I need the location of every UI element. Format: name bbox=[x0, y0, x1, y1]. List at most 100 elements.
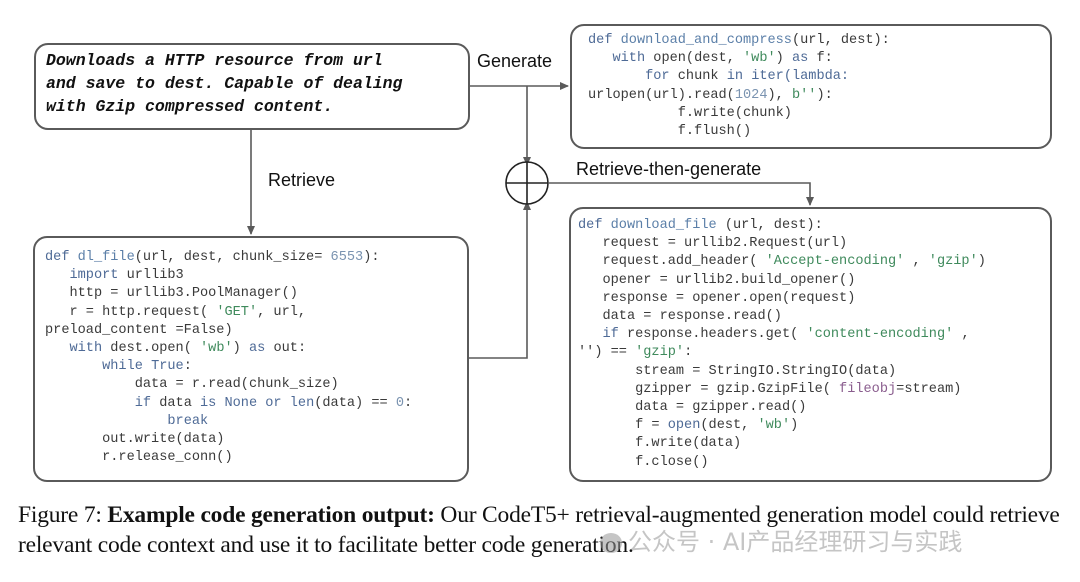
code-token: out.write(data) bbox=[45, 432, 225, 448]
code-token bbox=[45, 396, 135, 411]
code-token: f.write(chunk) bbox=[588, 105, 792, 121]
prompt-line: and save to dest. Capable of dealing bbox=[46, 74, 403, 93]
code-token: ) bbox=[232, 341, 249, 357]
code-line: f.write(chunk) bbox=[588, 105, 1050, 123]
code-token: iter( bbox=[751, 69, 792, 85]
code-token: gzipper = gzip.GzipFile( bbox=[578, 381, 840, 397]
code-token: 0 bbox=[395, 395, 404, 411]
code-token: b'' bbox=[791, 87, 817, 103]
code-line: data = gzipper.read() bbox=[578, 399, 1050, 417]
code-line: preload_content =False) bbox=[45, 322, 467, 340]
retrieved-code: def dl_file(url, dest, chunk_size= 6553)… bbox=[45, 249, 467, 467]
code-line: f.close() bbox=[578, 454, 1050, 472]
code-line: with open(dest, 'wb') as f: bbox=[588, 50, 1050, 68]
code-token: data = response.read() bbox=[578, 309, 782, 325]
code-line: out.write(data) bbox=[45, 431, 467, 449]
code-line: if response.headers.get( 'content-encodi… bbox=[578, 326, 1050, 344]
code-token: , url, bbox=[257, 304, 307, 320]
code-token: for bbox=[645, 69, 678, 85]
code-token: 1024 bbox=[734, 87, 768, 103]
caption-prefix: Figure 7: bbox=[18, 502, 108, 528]
retrieve-then-generate-code-box: def download_file (url, dest): request =… bbox=[569, 207, 1052, 482]
code-token: True bbox=[151, 359, 184, 375]
code-line: def dl_file(url, dest, chunk_size= 6553)… bbox=[45, 249, 467, 267]
code-token: urllib3 bbox=[126, 268, 184, 284]
code-token: chunk bbox=[677, 69, 727, 85]
code-token: opener = urllib2.build_opener() bbox=[578, 272, 856, 288]
prompt-line: Downloads a HTTP resource from url bbox=[46, 51, 383, 70]
code-token: 'gzip' bbox=[928, 254, 978, 270]
code-line: '') == 'gzip': bbox=[578, 344, 1050, 362]
code-line: f.write(data) bbox=[578, 435, 1050, 453]
code-token: response.headers.get( bbox=[626, 327, 807, 343]
code-token: data = gzipper.read() bbox=[578, 400, 807, 416]
code-line: request = urllib2.Request(url) bbox=[578, 235, 1050, 253]
prompt-box: Downloads a HTTP resource from url and s… bbox=[34, 43, 470, 130]
code-token: download_and_compress bbox=[620, 33, 792, 48]
code-token: dest.open( bbox=[110, 341, 201, 357]
code-token: dl_file bbox=[77, 250, 135, 265]
code-token: 6553 bbox=[330, 250, 364, 265]
figure-caption: Figure 7: Example code generation output… bbox=[18, 500, 1068, 560]
code-token: 'wb' bbox=[757, 418, 791, 434]
code-token bbox=[578, 327, 602, 342]
retrieved-code-box: def dl_file(url, dest, chunk_size= 6553)… bbox=[33, 236, 469, 482]
code-line: break bbox=[45, 413, 467, 431]
code-line: r.release_conn() bbox=[45, 449, 467, 467]
retrieved-to-combine-arrow bbox=[469, 201, 531, 359]
code-line: data = response.read() bbox=[578, 308, 1050, 326]
code-token: f.flush() bbox=[588, 124, 752, 140]
code-token: =stream) bbox=[896, 381, 962, 397]
code-token: request.add_header( bbox=[578, 254, 766, 270]
code-token: , bbox=[904, 254, 929, 270]
code-line: while True: bbox=[45, 358, 467, 376]
code-line: urlopen(url).read(1024), b''): bbox=[588, 87, 1050, 105]
retrieve-then-generate-label: Retrieve-then-generate bbox=[576, 159, 762, 179]
code-token: open bbox=[667, 418, 701, 434]
retrieve-then-generate-arrow bbox=[548, 182, 814, 206]
code-token: in bbox=[726, 69, 752, 85]
watermark: 公众号 · AI产品经理研习与实践 bbox=[600, 522, 962, 557]
code-line: import urllib3 bbox=[45, 267, 467, 285]
code-token: : bbox=[403, 395, 413, 411]
code-token bbox=[588, 51, 612, 66]
wechat-icon bbox=[600, 533, 622, 553]
code-token: if bbox=[602, 327, 627, 343]
code-line: f = open(dest, 'wb') bbox=[578, 417, 1050, 435]
caption-rest: Our CodeT5+ retrieval-augmented generati… bbox=[18, 502, 1060, 558]
prompt-line: with Gzip compressed content. bbox=[46, 97, 334, 116]
code-token bbox=[45, 414, 167, 429]
code-token: as bbox=[248, 341, 274, 357]
code-line: def download_and_compress(url, dest): bbox=[588, 32, 1050, 50]
watermark-text: 公众号 · AI产品经理研习与实践 bbox=[628, 528, 963, 556]
code-token: if bbox=[134, 395, 160, 411]
code-token bbox=[45, 268, 69, 283]
code-token bbox=[45, 359, 102, 374]
code-token: ) bbox=[977, 254, 986, 270]
code-token: (url, dest, chunk_size= bbox=[134, 250, 331, 265]
code-token: import bbox=[69, 268, 127, 284]
code-token: ), bbox=[767, 87, 792, 103]
code-token: 'wb' bbox=[743, 51, 776, 67]
code-token: f.write(data) bbox=[578, 436, 742, 452]
code-line: opener = urllib2.build_opener() bbox=[578, 272, 1050, 290]
code-token: is None or bbox=[200, 395, 290, 411]
generated-code: def download_and_compress(url, dest): wi… bbox=[588, 32, 1050, 141]
caption-bold: Example code generation output: bbox=[107, 502, 435, 528]
code-line: data = r.read(chunk_size) bbox=[45, 376, 467, 394]
code-token: (url, dest): bbox=[791, 33, 890, 48]
code-token: ) bbox=[790, 418, 799, 434]
code-token: f.close() bbox=[578, 454, 709, 470]
code-token: fileobj bbox=[839, 381, 897, 397]
code-token: def bbox=[45, 250, 78, 265]
code-token: r = http.request( bbox=[45, 304, 217, 320]
code-token: preload_content =False) bbox=[45, 322, 233, 338]
code-line: http = urllib3.PoolManager() bbox=[45, 285, 467, 303]
code-line: def download_file (url, dest): bbox=[578, 217, 1050, 235]
code-token: data = r.read(chunk_size) bbox=[45, 377, 339, 393]
code-token: def bbox=[578, 218, 611, 233]
code-token: , bbox=[953, 327, 970, 343]
code-line: with dest.open( 'wb') as out: bbox=[45, 340, 467, 358]
code-token: : bbox=[183, 359, 192, 375]
